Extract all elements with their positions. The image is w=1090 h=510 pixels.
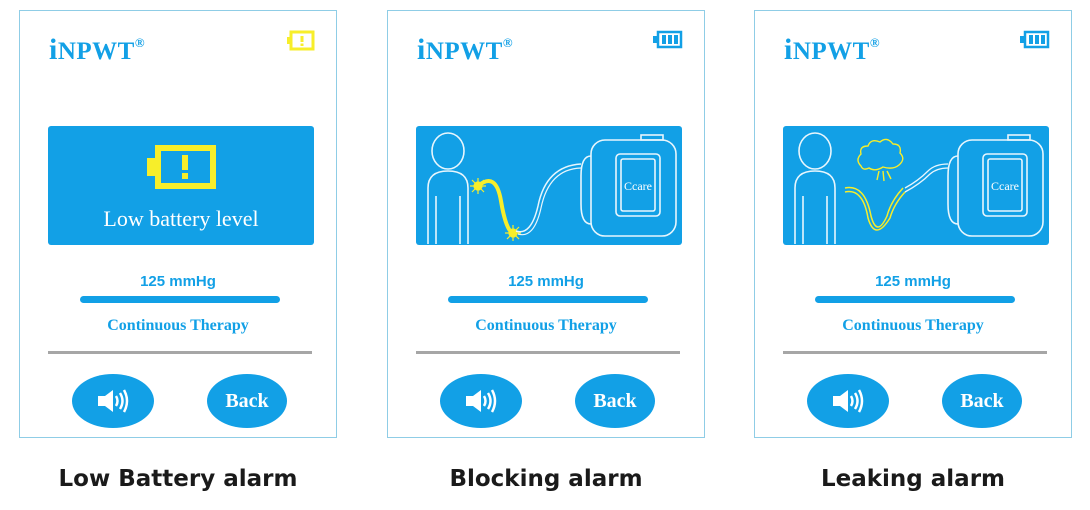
pressure-readout: 125 mmHg [508, 273, 584, 290]
blocking-illustration: Ccare [427, 132, 677, 244]
alarm-display-panel: Low battery level [48, 126, 314, 245]
pressure-bar [815, 296, 1015, 303]
block-burst-icon [470, 178, 521, 241]
leaking-tube [844, 186, 906, 231]
patient-figure [427, 132, 469, 244]
back-button[interactable]: Back [942, 374, 1022, 428]
alarm-display-panel: Ccare [783, 126, 1049, 245]
back-button[interactable]: Back [575, 374, 655, 428]
therapy-mode: Continuous Therapy [475, 317, 617, 334]
back-button[interactable]: Back [207, 374, 287, 428]
brand-logo: iNPWT® [49, 33, 146, 66]
sound-button[interactable] [807, 374, 889, 428]
leak-cloud-icon [857, 138, 904, 182]
alarm-message: Low battery level [103, 206, 259, 231]
therapy-mode: Continuous Therapy [842, 317, 984, 334]
sound-button[interactable] [440, 374, 522, 428]
pressure-readout: 125 mmHg [875, 273, 951, 290]
battery-low-icon [287, 30, 315, 51]
sound-button[interactable] [72, 374, 154, 428]
device-figure [580, 134, 677, 237]
alarm-caption: Leaking alarm [820, 466, 1006, 492]
patient-figure [794, 132, 836, 244]
pressure-bar [80, 296, 280, 303]
brand-logo: iNPWT® [417, 33, 514, 66]
divider [783, 351, 1047, 354]
brand-logo: iNPWT® [784, 33, 881, 66]
therapy-mode: Continuous Therapy [107, 317, 249, 334]
battery-warning-icon [147, 145, 216, 189]
leaking-illustration: Ccare [794, 132, 1044, 244]
battery-full-icon [1020, 30, 1050, 49]
speaker-icon [833, 389, 864, 413]
alarm-caption: Blocking alarm [449, 466, 643, 492]
speaker-icon [466, 389, 497, 413]
speaker-icon [98, 389, 129, 413]
device-screen-blocking: iNPWT® [387, 10, 705, 438]
divider [416, 351, 680, 354]
device-screen-leaking: iNPWT® [754, 10, 1072, 438]
alarm-caption: Low Battery alarm [58, 466, 298, 492]
pressure-bar [448, 296, 648, 303]
device-figure [947, 134, 1044, 237]
blocked-tube [476, 179, 514, 235]
battery-full-icon [653, 30, 683, 49]
alarm-display-panel: Ccare [416, 126, 682, 245]
device-label: Ccare [991, 179, 1019, 193]
divider [48, 351, 312, 354]
device-screen-low-battery: iNPWT® Low battery level 125 mmHg Contin… [19, 10, 337, 438]
device-label: Ccare [624, 179, 652, 193]
pressure-readout: 125 mmHg [140, 273, 216, 290]
